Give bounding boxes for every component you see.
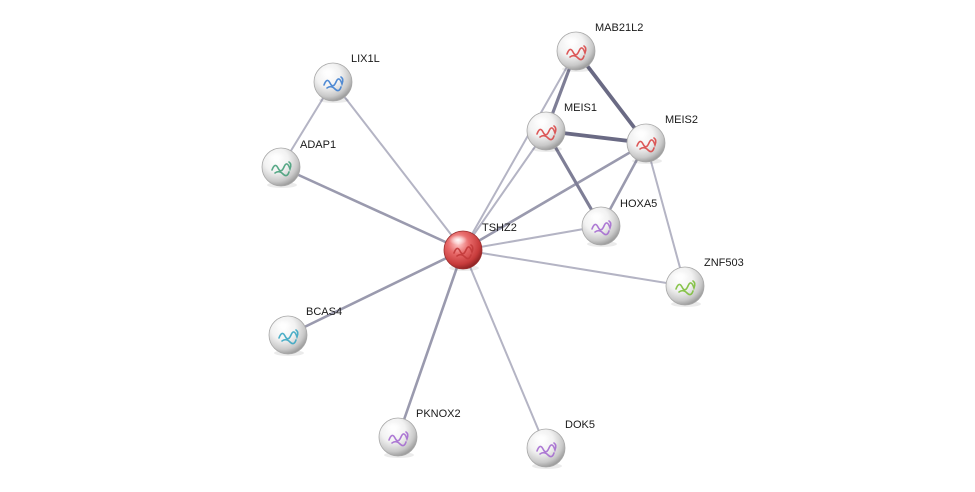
protein-structure-icon-znf503 [675,280,696,296]
node-label-lix1l: LIX1L [351,53,380,65]
edge-layer [279,49,686,449]
edge-meis1-tshz2[interactable] [462,130,547,251]
node-tshz2[interactable]: TSHZ2 [443,222,517,271]
edge-meis2-tshz2[interactable] [461,141,648,252]
protein-structure-icon-hoxa5 [591,220,612,236]
protein-structure-icon-adap1 [271,161,292,177]
node-highlight [532,433,550,443]
node-label-znf503: ZNF503 [704,257,744,269]
protein-structure-icon-lix1l [323,76,344,92]
node-layer: TSHZ2 LIX1L ADAP1 MAB21L2MEIS1MEIS2HOXA5ZNF… [261,22,744,469]
edge-adap1-tshz2[interactable] [279,165,465,252]
protein-structure-icon-meis2 [636,137,657,153]
node-highlight [562,36,580,46]
node-highlight [671,271,689,281]
node-meis1[interactable]: MEIS1 [526,102,597,152]
protein-structure-icon-meis1 [536,125,557,141]
node-label-adap1: ADAP1 [300,139,336,151]
edge-bcas4-tshz2[interactable] [286,248,465,337]
node-pknox2[interactable]: PKNOX2 [378,408,461,458]
node-znf503[interactable]: ZNF503 [665,257,744,307]
node-label-mab21l2: MAB21L2 [595,22,643,34]
node-highlight [632,128,650,138]
node-meis2[interactable]: MEIS2 [626,114,698,164]
protein-structure-icon-pknox2 [388,431,409,447]
node-highlight [319,67,337,77]
node-highlight [267,152,285,162]
node-label-dok5: DOK5 [565,419,595,431]
node-highlight [449,235,467,245]
node-mab21l2[interactable]: MAB21L2 [556,22,643,72]
protein-structure-icon-dok5 [536,442,557,458]
node-label-bcas4: BCAS4 [306,306,342,318]
node-label-meis1: MEIS1 [564,102,597,114]
protein-structure-icon-mab21l2 [566,45,587,61]
edge-lix1l-tshz2[interactable] [332,81,464,251]
protein-structure-icon-tshz2 [453,244,474,260]
node-bcas4[interactable]: BCAS4 [268,306,342,356]
edge-hoxa5-tshz2[interactable] [462,225,602,251]
edge-dok5-tshz2[interactable] [462,249,547,449]
node-hoxa5[interactable]: HOXA5 [581,198,657,247]
node-highlight [274,320,292,330]
protein-structure-icon-bcas4 [278,329,299,345]
node-label-tshz2: TSHZ2 [482,222,517,234]
node-highlight [587,211,605,221]
node-highlight [532,116,550,126]
edge-pknox2-tshz2[interactable] [396,248,465,439]
node-highlight [384,422,402,432]
node-adap1[interactable]: ADAP1 [261,139,336,188]
edge-meis2-znf503[interactable] [645,142,686,287]
node-label-meis2: MEIS2 [665,114,698,126]
node-label-hoxa5: HOXA5 [620,198,657,210]
node-lix1l[interactable]: LIX1L [313,53,380,103]
node-label-pknox2: PKNOX2 [416,408,461,420]
edge-znf503-tshz2[interactable] [462,249,686,287]
edge-mab21l2-tshz2[interactable] [462,50,577,251]
node-dok5[interactable]: DOK5 [526,419,595,469]
